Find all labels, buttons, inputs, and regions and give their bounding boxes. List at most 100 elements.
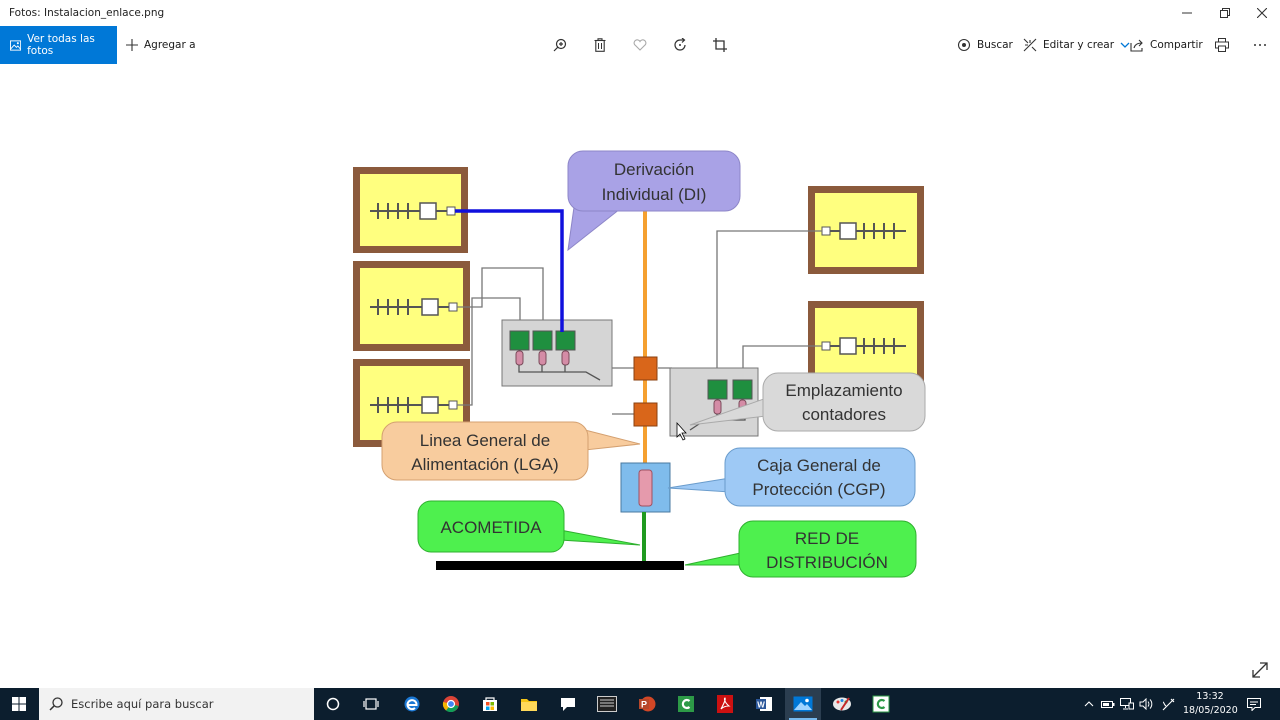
windows-logo-icon	[12, 697, 26, 711]
system-clock[interactable]: 13:32 18/05/2020	[1183, 690, 1238, 718]
pen-icon	[1162, 698, 1175, 711]
lga-label-line1: Linea General de	[420, 431, 550, 450]
edit-create-button[interactable]: Editar y crear	[1023, 26, 1136, 64]
view-all-photos-button[interactable]: Ver todas las fotos	[0, 26, 117, 64]
taskbar-app-messages[interactable]	[550, 688, 586, 720]
delete-button[interactable]	[585, 26, 615, 64]
cortana-circle-icon	[326, 697, 340, 711]
search-icon	[49, 697, 63, 711]
meter-location-line2: contadores	[802, 405, 886, 424]
distribution-label-line1: RED DE	[795, 529, 859, 548]
distribution-label-line2: DISTRIBUCIÓN	[766, 553, 888, 572]
search-button[interactable]: Buscar	[957, 26, 1013, 64]
distribution-callout: RED DE DISTRIBUCIÓN	[684, 520, 917, 578]
svg-text:P: P	[641, 700, 647, 710]
printer-icon	[1215, 38, 1229, 52]
cgp-label-line2: Protección (CGP)	[752, 480, 885, 499]
cortana-button[interactable]	[315, 688, 351, 720]
cgp-label-line1: Caja General de	[757, 456, 881, 475]
tray-battery[interactable]	[1100, 688, 1116, 720]
chrome-icon	[442, 696, 459, 713]
chevron-down-icon	[1120, 42, 1130, 48]
taskbar-app-acrobat[interactable]	[707, 688, 743, 720]
tray-pen[interactable]	[1160, 688, 1178, 720]
di-label-line1: Derivación	[614, 160, 694, 179]
taskbar-app-store[interactable]	[472, 688, 508, 720]
add-to-label: Agregar a	[144, 39, 196, 51]
edit-icon	[1023, 38, 1037, 52]
lga-callout: Linea General de Alimentación (LGA)	[381, 421, 641, 481]
show-hidden-icons-button[interactable]	[1082, 688, 1096, 720]
trash-icon	[594, 38, 606, 52]
rotate-button[interactable]	[665, 26, 695, 64]
favorite-button[interactable]	[625, 26, 655, 64]
store-icon	[483, 697, 497, 711]
minimize-button[interactable]	[1168, 0, 1206, 26]
close-button[interactable]	[1243, 0, 1280, 26]
photos-icon	[10, 39, 22, 51]
dwelling-panel-right-1	[808, 186, 924, 274]
search-label: Buscar	[977, 39, 1013, 51]
share-button[interactable]: Compartir	[1130, 26, 1203, 64]
share-label: Compartir	[1150, 39, 1203, 51]
rotate-icon	[674, 38, 686, 51]
dwelling-panel-right-2	[808, 301, 924, 381]
meter-location-line1: Emplazamiento	[785, 381, 902, 400]
taskbar-app-paint[interactable]	[824, 688, 860, 720]
tray-network[interactable]	[1119, 688, 1135, 720]
network-icon	[1120, 698, 1134, 710]
ellipsis-icon	[1254, 44, 1266, 46]
installation-diagram: Derivación Individual (DI) Emplazamiento…	[353, 150, 926, 578]
mouse-cursor-icon	[676, 421, 687, 441]
camtasia-recorder-icon	[872, 695, 890, 713]
di-callout: Derivación Individual (DI)	[567, 150, 741, 252]
plus-icon	[126, 39, 138, 51]
dwelling-panel-left-2	[353, 261, 470, 351]
meter-location-callout: Emplazamiento contadores	[689, 372, 926, 432]
taskbar-app-photos[interactable]	[785, 688, 821, 720]
search-lens-icon	[957, 38, 971, 52]
clock-time: 13:32	[1196, 691, 1224, 702]
acrobat-icon	[717, 695, 733, 713]
taskbar-search-box[interactable]: Escribe aquí para buscar	[39, 688, 314, 720]
taskbar-app-chrome[interactable]	[433, 688, 469, 720]
taskbar-app-camtasia-recorder[interactable]	[863, 688, 899, 720]
photo-viewer[interactable]: Derivación Individual (DI) Emplazamiento…	[0, 64, 1280, 688]
camtasia-icon	[678, 696, 694, 712]
more-options-button[interactable]	[1245, 26, 1275, 64]
taskbar-app-file-explorer[interactable]	[511, 688, 547, 720]
taskbar-app-camtasia[interactable]	[668, 688, 704, 720]
zoom-button[interactable]	[545, 26, 575, 64]
taskbar-app-powerpoint[interactable]: P	[629, 688, 665, 720]
chevron-up-icon	[1084, 701, 1094, 707]
edit-create-label: Editar y crear	[1043, 39, 1115, 51]
toolbar: Ver todas las fotos Agregar a Buscar Edi…	[0, 26, 1280, 64]
notification-icon	[1247, 697, 1261, 711]
tray-volume[interactable]	[1138, 688, 1154, 720]
task-view-button[interactable]	[353, 688, 389, 720]
taskbar-app-edge[interactable]	[394, 688, 430, 720]
print-button[interactable]	[1207, 26, 1237, 64]
speaker-icon	[1139, 698, 1153, 710]
message-icon	[561, 698, 575, 711]
svg-text:W: W	[757, 701, 765, 710]
crop-button[interactable]	[705, 26, 735, 64]
window-title: Fotos: Instalacion_enlace.png	[9, 7, 165, 19]
word-icon: W	[756, 697, 772, 711]
taskbar: Escribe aquí para buscar P W	[0, 688, 1280, 720]
lga-label-line2: Alimentación (LGA)	[411, 455, 558, 474]
add-to-button[interactable]: Agregar a	[126, 26, 196, 64]
start-button[interactable]	[0, 688, 38, 720]
taskbar-app-terminal[interactable]	[589, 688, 625, 720]
paint-palette-icon	[833, 697, 851, 711]
title-bar: Fotos: Instalacion_enlace.png	[0, 0, 1280, 26]
folder-icon	[521, 699, 537, 711]
view-all-photos-label: Ver todas las fotos	[27, 33, 95, 57]
powerpoint-icon: P	[639, 696, 656, 712]
action-center-button[interactable]	[1243, 688, 1265, 720]
edge-icon	[404, 696, 420, 712]
fullscreen-expand-icon[interactable]	[1250, 660, 1270, 680]
restore-button[interactable]	[1206, 0, 1244, 26]
taskbar-app-word[interactable]: W	[746, 688, 782, 720]
terminal-app-icon	[597, 696, 617, 712]
